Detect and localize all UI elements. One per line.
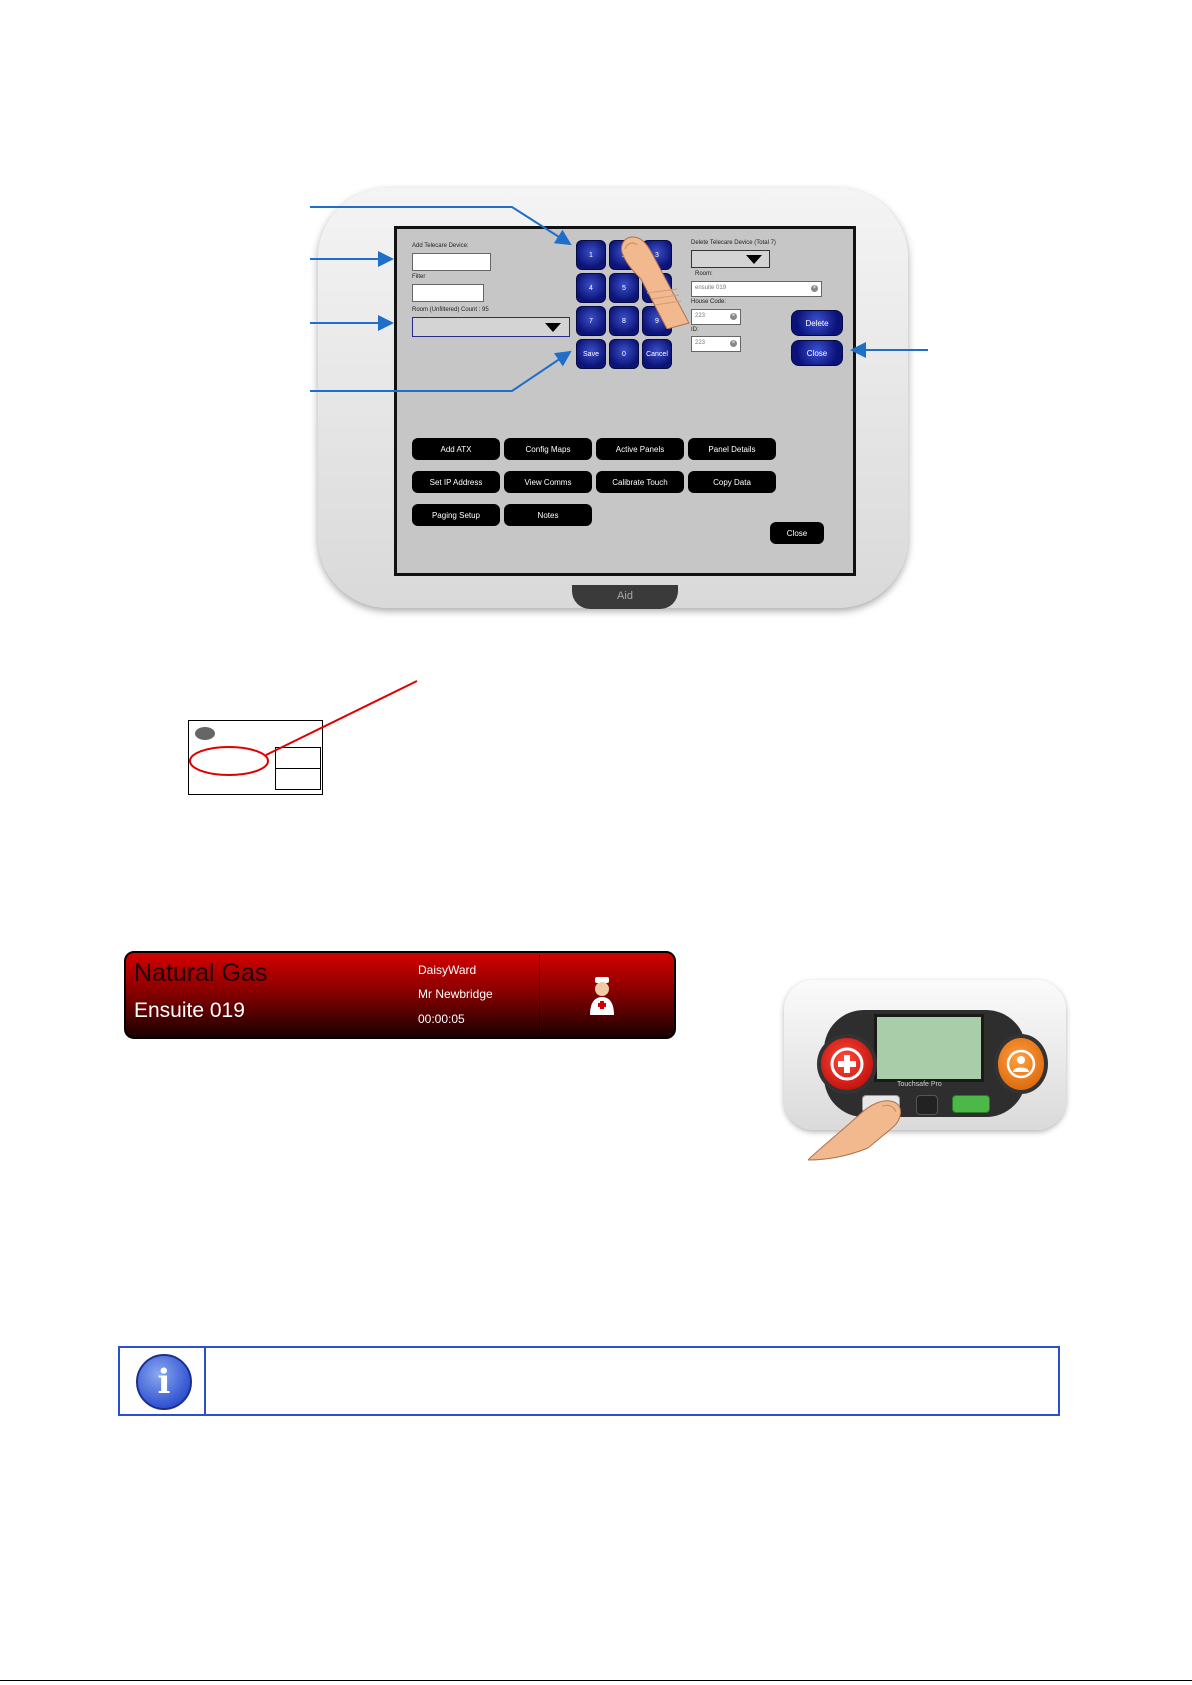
chevron-down-icon (746, 255, 762, 264)
house-code-value: 223 (695, 313, 706, 319)
highlight-leader-line (265, 680, 418, 756)
close-blue-button[interactable]: Close (791, 340, 843, 366)
menu-add-atx[interactable]: Add ATX (412, 438, 500, 460)
menu-set-ip-address[interactable]: Set IP Address (412, 471, 500, 493)
id-value: 223 (695, 340, 706, 346)
pager-emergency-button[interactable] (817, 1034, 877, 1094)
pager-screen (874, 1014, 984, 1082)
menu-view-comms[interactable]: View Comms (504, 471, 592, 493)
alarm-divider (539, 955, 540, 1033)
keypad-key-1[interactable]: 1 (576, 240, 606, 270)
chevron-down-icon (545, 323, 561, 332)
pager-center-button[interactable] (916, 1095, 938, 1115)
arrow-save (310, 350, 572, 392)
keypad-save[interactable]: Save (576, 339, 606, 369)
room-field[interactable]: ensuite 019 × (691, 281, 822, 297)
alarm-location: Ensuite 019 (134, 999, 245, 1022)
panel-screen: Add Telecare Device: Filter Room (Unfilt… (394, 226, 856, 576)
id-field[interactable]: 223 × (691, 336, 741, 352)
label-diagram (188, 720, 323, 795)
delete-device-dropdown[interactable] (691, 250, 770, 268)
medical-cross-icon (830, 1047, 864, 1081)
menu-paging-setup[interactable]: Paging Setup (412, 504, 500, 526)
alarm-resident: Mr Newbridge (418, 987, 493, 1001)
alarm-banner[interactable]: Natural Gas Ensuite 019 DaisyWard Mr New… (124, 951, 676, 1039)
alarm-title: Natural Gas (134, 959, 268, 987)
clear-icon[interactable]: × (730, 313, 737, 320)
note-divider (204, 1348, 206, 1414)
pager-accept-button[interactable] (952, 1095, 990, 1113)
add-device-label: Add Telecare Device: (412, 243, 469, 249)
finger-icon (620, 236, 690, 329)
room-label: Room: (695, 271, 713, 277)
menu-notes[interactable]: Notes (504, 504, 592, 526)
delete-device-label: Delete Telecare Device (Total 7) (691, 240, 776, 246)
alarm-timer: 00:00:05 (418, 1012, 465, 1026)
brand-text: Aid (617, 590, 633, 602)
keypad-key-8[interactable]: 8 (609, 306, 639, 336)
menu-config-maps[interactable]: Config Maps (504, 438, 592, 460)
house-code-label: House Code: (691, 299, 727, 305)
red-highlight (189, 680, 418, 776)
alarm-ward: DaisyWard (418, 963, 477, 977)
info-note: i (118, 1346, 1060, 1416)
filter-input[interactable] (412, 284, 484, 302)
finger-icon (808, 1100, 901, 1161)
highlight-ellipse (189, 746, 269, 776)
keypad-key-4[interactable]: 4 (576, 273, 606, 303)
room-value: ensuite 019 (695, 285, 727, 291)
arrow-keypad (310, 206, 572, 246)
room-count-label: Room (Unfiltered) Count : 95 (412, 307, 489, 313)
clear-icon[interactable]: × (730, 340, 737, 347)
clear-icon[interactable]: × (811, 285, 818, 292)
footer-rule (0, 1680, 1192, 1681)
house-code-field[interactable]: 223 × (691, 309, 741, 325)
info-icon: i (136, 1354, 192, 1410)
device-brand-strip: Aid (572, 585, 678, 609)
pager-brand: Touchsafe Pro (897, 1081, 942, 1088)
nurse-icon (590, 977, 614, 1015)
room-dropdown[interactable] (412, 317, 570, 337)
menu-active-panels[interactable]: Active Panels (596, 438, 684, 460)
add-device-input[interactable] (412, 253, 491, 271)
keypad-key-7[interactable]: 7 (576, 306, 606, 336)
logo-icon (195, 727, 215, 740)
id-label: ID: (691, 327, 699, 333)
callout-arrows (310, 206, 928, 392)
keypad-cancel[interactable]: Cancel (642, 339, 672, 369)
delete-button[interactable]: Delete (791, 310, 843, 336)
carer-icon (1006, 1049, 1036, 1079)
label-cell-bottom (275, 768, 321, 790)
keypad-key-5[interactable]: 5 (609, 273, 639, 303)
menu-panel-details[interactable]: Panel Details (688, 438, 776, 460)
filter-label: Filter (412, 274, 426, 280)
menu-calibrate-touch[interactable]: Calibrate Touch (596, 471, 684, 493)
menu-copy-data[interactable]: Copy Data (688, 471, 776, 493)
pager-assist-button[interactable] (994, 1034, 1048, 1094)
close-button[interactable]: Close (770, 522, 824, 544)
keypad-key-0[interactable]: 0 (609, 339, 639, 369)
